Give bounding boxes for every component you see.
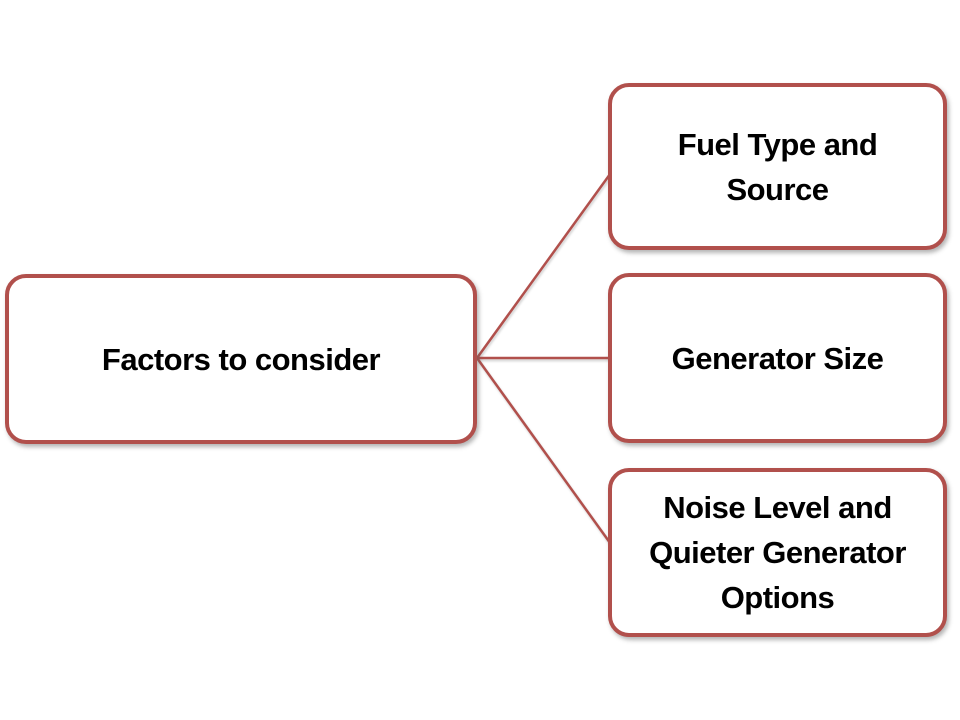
diagram-node-generator-size: Generator Size xyxy=(608,273,947,443)
node-label: Factors to consider xyxy=(101,341,381,377)
diagram-node-fuel-type-and-source: Fuel Type and Source xyxy=(608,83,947,250)
connector-root-to-noise-level xyxy=(475,357,615,548)
node-label: Generator Size xyxy=(671,340,884,376)
connector-root-to-fuel-type xyxy=(475,169,615,359)
diagram-node-factors-to-consider: Factors to consider xyxy=(5,274,477,444)
node-label: Noise Level and Quieter Generator Option… xyxy=(649,490,906,615)
diagram-node-noise-level-options: Noise Level and Quieter Generator Option… xyxy=(608,468,947,637)
node-label: Fuel Type and Source xyxy=(677,126,878,207)
